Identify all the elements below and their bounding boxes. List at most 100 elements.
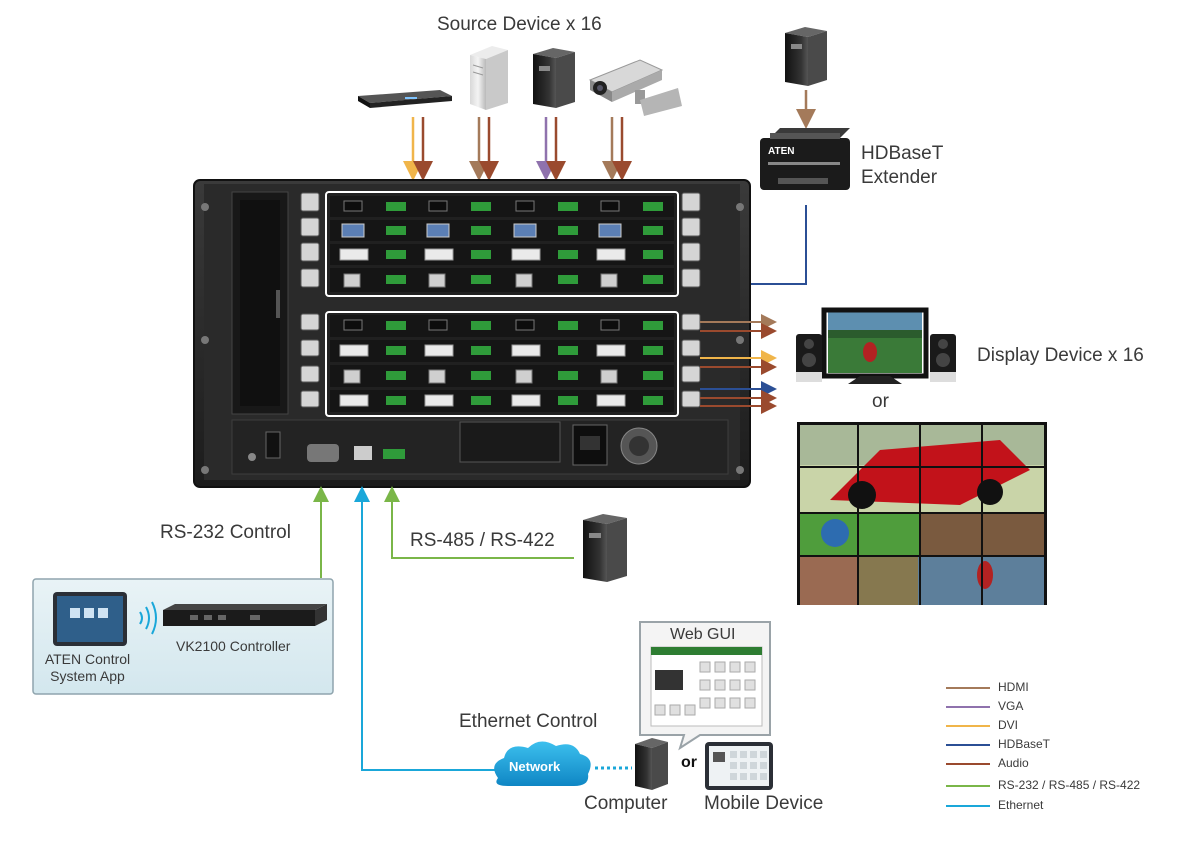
- port: [558, 226, 578, 235]
- port: [428, 273, 446, 288]
- port: [598, 223, 622, 238]
- port: [515, 369, 533, 384]
- legend-item-label: RS-232 / RS-485 / RS-422: [998, 778, 1141, 792]
- mobile-device-label: Mobile Device: [704, 793, 824, 814]
- port: [600, 200, 620, 212]
- port: [343, 319, 363, 331]
- port: [471, 250, 491, 259]
- port: [600, 319, 620, 331]
- port: [471, 202, 491, 211]
- legend-item-label: HDMI: [998, 680, 1029, 694]
- port: [426, 223, 450, 238]
- port: [386, 202, 406, 211]
- control-cables: [313, 486, 632, 771]
- hdbaset-label-line1: HDBaseT: [861, 143, 944, 164]
- port: [643, 250, 663, 259]
- remote-pc-icon: [785, 27, 827, 86]
- port: [558, 275, 578, 284]
- port: [515, 273, 533, 288]
- port: [343, 273, 361, 288]
- port: [386, 250, 406, 259]
- port: [511, 394, 541, 407]
- port: [471, 321, 491, 330]
- port: [343, 200, 363, 212]
- port: [341, 223, 365, 238]
- port: [471, 396, 491, 405]
- source-cables: [403, 117, 632, 181]
- port: [596, 394, 626, 407]
- port: [558, 250, 578, 259]
- display-or-label: or: [872, 391, 889, 412]
- port: [513, 223, 537, 238]
- chassis-ports: [339, 200, 663, 407]
- port: [386, 321, 406, 330]
- aten-app-label-2: System App: [50, 668, 125, 684]
- port: [386, 226, 406, 235]
- legend-item-label: Ethernet: [998, 798, 1044, 812]
- computer-icon: [635, 738, 668, 790]
- port: [558, 321, 578, 330]
- port: [600, 273, 618, 288]
- port: [386, 346, 406, 355]
- port: [558, 396, 578, 405]
- port: [643, 226, 663, 235]
- port: [428, 319, 448, 331]
- port: [471, 371, 491, 380]
- network-cloud-icon: [494, 741, 591, 786]
- port: [339, 394, 369, 407]
- port: [386, 396, 406, 405]
- rs232-control-label: RS-232 Control: [160, 522, 291, 543]
- port: [558, 371, 578, 380]
- legend-item-label: HDBaseT: [998, 737, 1051, 751]
- video-wall-icon: [797, 422, 1047, 605]
- port: [339, 344, 369, 357]
- port: [643, 202, 663, 211]
- web-gui-label: Web GUI: [670, 626, 736, 643]
- source-devices-label: Source Device x 16: [437, 14, 602, 35]
- port: [558, 202, 578, 211]
- legend-swatches: [946, 687, 990, 807]
- port: [596, 248, 626, 261]
- rs485-label: RS-485 / RS-422: [410, 530, 555, 551]
- output-cables: [700, 314, 777, 414]
- port: [428, 369, 446, 384]
- legend-item-label: DVI: [998, 718, 1019, 732]
- legend-item-label: Audio: [998, 756, 1029, 770]
- port: [424, 394, 454, 407]
- port: [386, 371, 406, 380]
- port: [471, 346, 491, 355]
- wifi-signal-icon: [139, 601, 157, 635]
- vk2100-label: VK2100 Controller: [176, 638, 291, 654]
- tower-pc-icon: [470, 46, 508, 110]
- port: [643, 371, 663, 380]
- rs485-pc-icon: [583, 514, 627, 582]
- mobile-device-icon: [705, 742, 773, 790]
- port: [424, 344, 454, 357]
- port: [515, 200, 535, 212]
- port: [471, 226, 491, 235]
- port: [515, 319, 535, 331]
- port: [343, 369, 361, 384]
- web-gui-screen-icon: [650, 646, 763, 727]
- security-camera-icon: [588, 59, 682, 116]
- port: [596, 344, 626, 357]
- port: [511, 344, 541, 357]
- controller-box-icon: [163, 604, 327, 626]
- aten-app-label-1: ATEN Control: [44, 651, 131, 667]
- port: [558, 346, 578, 355]
- small-pc-icon: [533, 48, 575, 108]
- computer-label: Computer: [584, 793, 668, 814]
- network-label: Network: [509, 759, 561, 774]
- matrix-switch-chassis-icon: [193, 179, 751, 488]
- legend-item-label: VGA: [998, 699, 1024, 713]
- port: [511, 248, 541, 261]
- port: [424, 248, 454, 261]
- port: [643, 321, 663, 330]
- monitor-with-speakers-icon: [796, 307, 956, 384]
- device-or-label: or: [681, 754, 697, 771]
- port: [471, 275, 491, 284]
- port: [643, 275, 663, 284]
- port: [428, 200, 448, 212]
- extender-brand: ATEN: [768, 146, 794, 157]
